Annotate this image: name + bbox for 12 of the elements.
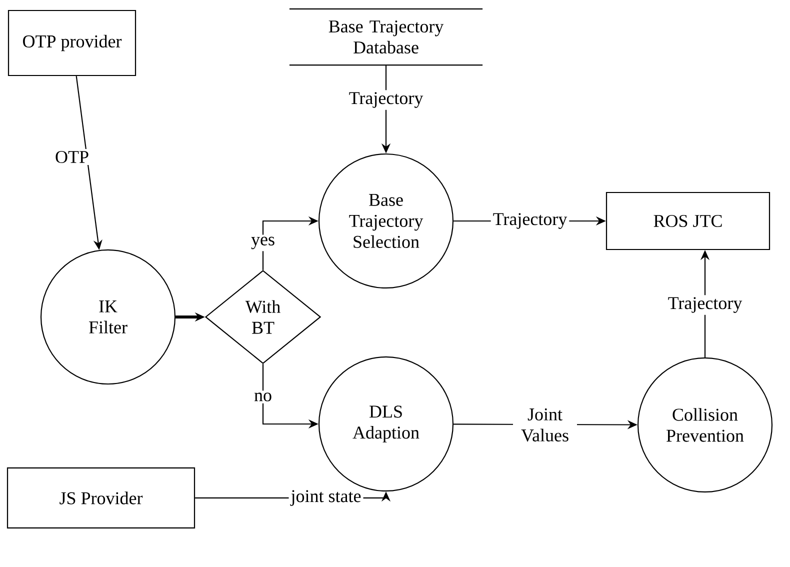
process-box: ROS JTC xyxy=(606,192,770,250)
edge-label: Trajectory xyxy=(490,211,570,231)
edge-label: Joint Values xyxy=(513,406,577,444)
edge-label: no xyxy=(252,390,274,404)
edge-label: joint state xyxy=(288,488,364,508)
edge-label: yes xyxy=(249,234,277,252)
process-box: JS Provider xyxy=(6,467,196,529)
edge-label: OTP xyxy=(53,148,91,166)
edge-label: Trajectory xyxy=(666,295,744,315)
process-box: OTP provider xyxy=(8,10,136,76)
edge-label: Trajectory xyxy=(346,90,426,110)
datastore: Base Trajectory Database xyxy=(289,8,483,66)
